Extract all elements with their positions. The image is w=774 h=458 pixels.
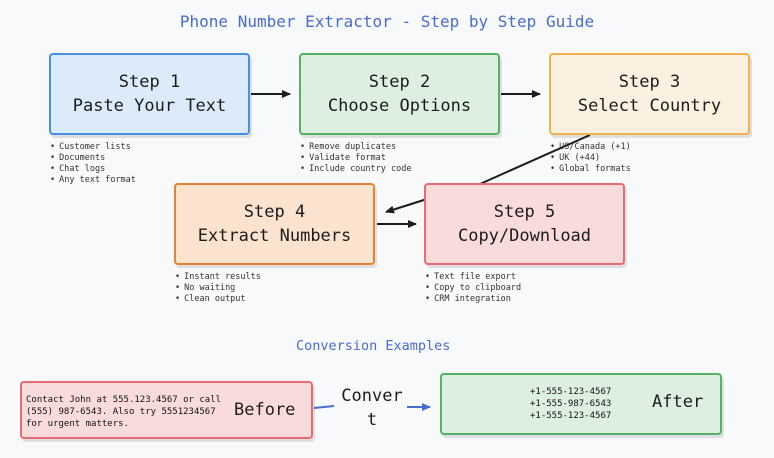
list-item: Instant results: [175, 272, 261, 283]
step-5-number: Step 5: [493, 202, 556, 222]
step-1-box: Step 1 Paste Your Text: [49, 53, 250, 135]
list-item: UK (+44): [550, 153, 631, 164]
step-4-box: Step 4 Extract Numbers: [174, 183, 375, 265]
step-1-number: Step 1: [118, 72, 181, 92]
list-item: Copy to clipboard: [425, 283, 521, 294]
before-label: Before: [234, 400, 296, 420]
step-4-number: Step 4: [243, 202, 306, 222]
step-3-bullets: US/Canada (+1) UK (+44) Global formats: [550, 142, 631, 175]
list-item: US/Canada (+1): [550, 142, 631, 153]
list-item: No waiting: [175, 283, 261, 294]
after-example-box: +1-555-123-4567 +1-555-987-6543 +1-555-1…: [440, 373, 722, 435]
step-4-bullets: Instant results No waiting Clean output: [175, 272, 261, 305]
step-4-title: Extract Numbers: [197, 226, 352, 246]
step-5-bullets: Text file export Copy to clipboard CRM i…: [425, 272, 521, 305]
step-3-box: Step 3 Select Country: [549, 53, 750, 135]
list-item: Documents: [50, 153, 136, 164]
step-2-number: Step 2: [368, 72, 431, 92]
list-item: Clean output: [175, 294, 261, 305]
step-3-number: Step 3: [618, 72, 681, 92]
step-2-title: Choose Options: [327, 96, 472, 116]
before-example-text: Contact John at 555.123.4567 or call (55…: [26, 395, 222, 429]
list-item: Include country code: [300, 164, 411, 175]
list-item: Remove duplicates: [300, 142, 411, 153]
examples-heading: Conversion Examples: [296, 338, 451, 354]
step-2-bullets: Remove duplicates Validate format Includ…: [300, 142, 411, 175]
after-number-list: +1-555-123-4567 +1-555-987-6543 +1-555-1…: [530, 386, 611, 422]
after-number: +1-555-987-6543: [530, 399, 612, 409]
convert-label-line-2: t: [366, 410, 378, 430]
convert-label-line-1: Conver: [341, 386, 403, 406]
convert-label: Conver t: [338, 384, 406, 432]
step-5-title: Copy/Download: [457, 226, 592, 246]
after-label: After: [652, 392, 704, 412]
step-1-bullets: Customer lists Documents Chat logs Any t…: [50, 142, 136, 186]
list-item: Customer lists: [50, 142, 136, 153]
before-example-box: Contact John at 555.123.4567 or call (55…: [20, 381, 313, 439]
step-3-title: Select Country: [577, 96, 722, 116]
arrow-step5-step4: [385, 198, 428, 214]
arrow-before-convert: [313, 405, 335, 409]
list-item: Any text format: [50, 175, 136, 186]
step-1-title: Paste Your Text: [72, 96, 227, 116]
list-item: Text file export: [425, 272, 521, 283]
list-item: Validate format: [300, 153, 411, 164]
list-item: Global formats: [550, 164, 631, 175]
step-5-box: Step 5 Copy/Download: [424, 183, 625, 265]
step-2-box: Step 2 Choose Options: [299, 53, 500, 135]
list-item: CRM integration: [425, 294, 521, 305]
page-title: Phone Number Extractor - Step by Step Gu…: [179, 12, 595, 31]
list-item: Chat logs: [50, 164, 136, 175]
after-number: +1-555-123-4567: [530, 387, 612, 397]
after-number: +1-555-123-4567: [530, 411, 612, 421]
